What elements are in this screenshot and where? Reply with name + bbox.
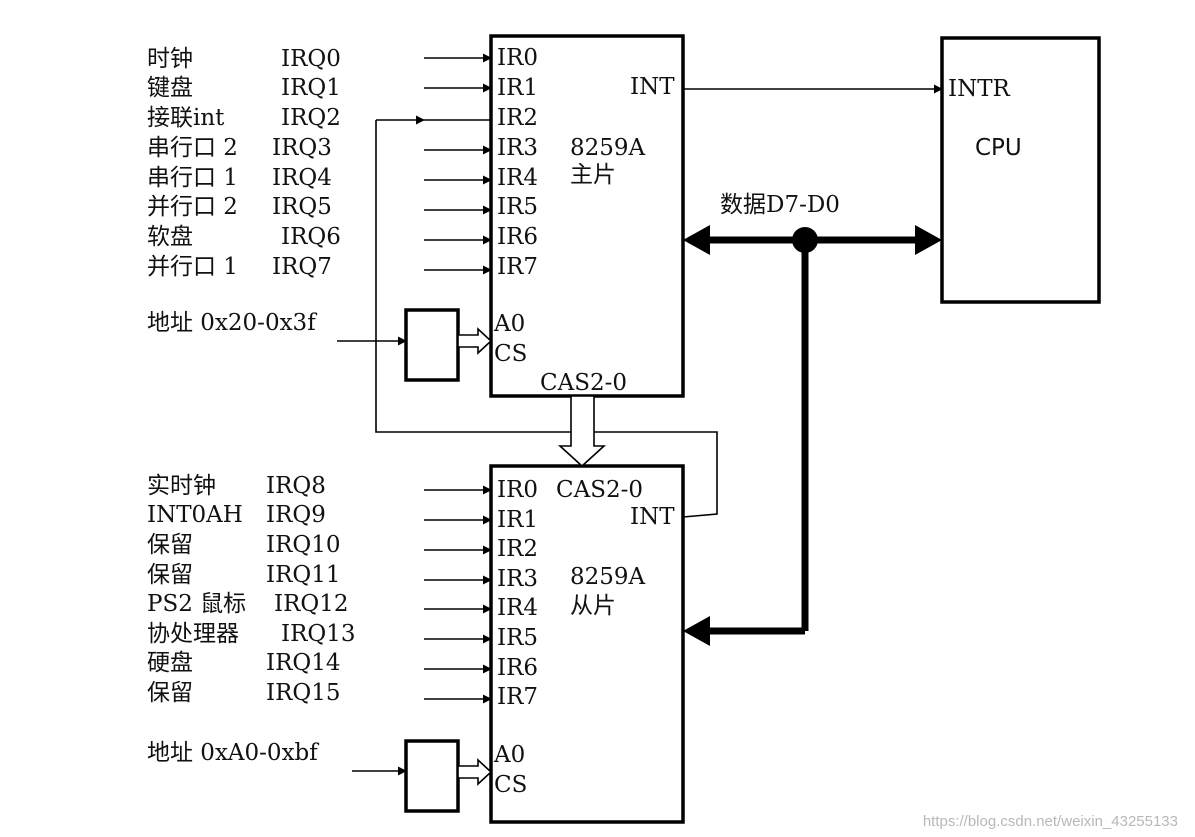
slave-input-labels: 实时钟 IRQ8 INT0AH IRQ9 保留 IRQ10 保留 IRQ11 P… [147,473,356,706]
master-irq-label: IRQ4 [272,165,332,191]
slave-8259a-chip [489,464,685,824]
slave-pin-label: IR6 [497,655,538,681]
slave-a0-label: A0 [493,742,525,768]
master-pin-label: IR4 [497,165,538,191]
data-bus-arrowhead-slave [683,616,710,646]
master-pin-label: IR5 [497,194,538,220]
slave-device-label: 保留 [147,532,193,558]
master-cas-label: CAS2-0 [540,370,627,396]
slave-device-label: PS2 鼠标 [147,591,246,617]
slave-pin-label: IR1 [497,507,538,533]
slave-pin-label: IR0 [497,477,538,503]
master-device-label: 并行口 2 [147,194,238,220]
master-device-label: 时钟 [147,46,193,72]
slave-irq-label: IRQ15 [266,680,341,706]
cpu-label: CPU [975,135,1022,161]
master-a0-label: A0 [493,311,525,337]
master-irq-label: IRQ5 [272,194,332,220]
slave-irq-label: IRQ13 [281,621,356,647]
slave-int-cascade-wire [375,120,718,518]
master-device-label: 串行口 1 [147,165,238,191]
slave-cs-hollow-arrow [457,758,493,786]
slave-address-decoder [404,739,460,813]
slave-device-label: 保留 [147,680,193,706]
master-chip-role: 主片 [570,162,616,188]
master-pin-label: IR6 [497,224,538,250]
data-bus [683,225,942,646]
master-pin-label: IR1 [497,75,538,101]
master-int-label: INT [630,74,675,100]
data-bus-arrowhead-cpu [915,225,942,255]
master-address-decoder [404,308,460,382]
slave-pin-labels: IR0 IR1 IR2 IR3 IR4 IR5 IR6 IR7 CAS2-0 I… [147,477,675,798]
slave-chip-role: 从片 [570,593,616,619]
master-pin-label: IR3 [497,135,538,161]
slave-pin-label: IR3 [497,566,538,592]
master-device-label: 软盘 [147,224,193,250]
slave-device-label: 实时钟 [147,473,216,499]
master-cs-label: CS [494,341,527,367]
slave-address-label: 地址 0xA0-0xbf [147,740,319,766]
master-ir-input-arrows [376,53,492,275]
slave-irq-label: IRQ8 [266,473,326,499]
slave-irq-label: IRQ11 [266,562,341,588]
slave-pin-label: IR7 [497,684,538,710]
slave-ir-input-arrows [424,485,492,704]
slave-chip-name: 8259A [570,564,646,590]
slave-device-label: 硬盘 [147,650,193,676]
master-device-label: 串行口 2 [147,135,238,161]
master-cs-hollow-arrow [457,327,493,355]
master-device-label: 接联int [147,105,225,131]
slave-irq-label: IRQ12 [274,591,349,617]
data-bus-junction-dot [792,227,818,253]
master-address-label: 地址 0x20-0x3f [147,310,317,336]
slave-pin-label: IR4 [497,595,538,621]
slave-device-label: 协处理器 [147,621,239,647]
master-pin-label: IR7 [497,254,538,280]
slave-device-label: 保留 [147,562,193,588]
master-irq-label: IRQ1 [281,75,341,101]
slave-pin-label: IR5 [497,625,538,651]
slave-cs-label: CS [494,772,527,798]
master-input-labels: 时钟 IRQ0 键盘 IRQ1 接联int IRQ2 串行口 2 IRQ3 串行… [147,46,341,280]
master-pin-label: IR2 [497,105,538,131]
slave-int-label: INT [630,504,675,530]
master-irq-label: IRQ2 [281,105,341,131]
slave-cas-label: CAS2-0 [556,477,643,503]
master-chip-name: 8259A [570,135,646,161]
master-pin-labels: IR0 IR1 IR2 IR3 IR4 IR5 IR6 IR7 INT 8259… [147,45,675,396]
master-irq-label: IRQ3 [272,135,332,161]
master-irq-label: IRQ7 [272,254,332,280]
slave-pin-label: IR2 [497,536,538,562]
data-bus-label: 数据D7-D0 [720,192,840,218]
cas-hollow-arrow [557,395,607,468]
master-pin-label: IR0 [497,45,538,71]
master-irq-label: IRQ6 [281,224,341,250]
cpu-intr-label: INTR [948,76,1011,102]
watermark: https://blog.csdn.net/weixin_43255133 [923,813,1178,830]
slave-device-label: INT0AH [147,502,243,528]
cpu-box [940,36,1101,304]
data-bus-arrowhead-master [683,225,710,255]
master-device-label: 并行口 1 [147,254,238,280]
master-device-label: 键盘 [147,75,193,101]
master-irq-label: IRQ0 [281,46,341,72]
slave-irq-label: IRQ10 [266,532,341,558]
slave-irq-label: IRQ9 [266,502,326,528]
slave-irq-label: IRQ14 [266,650,341,676]
